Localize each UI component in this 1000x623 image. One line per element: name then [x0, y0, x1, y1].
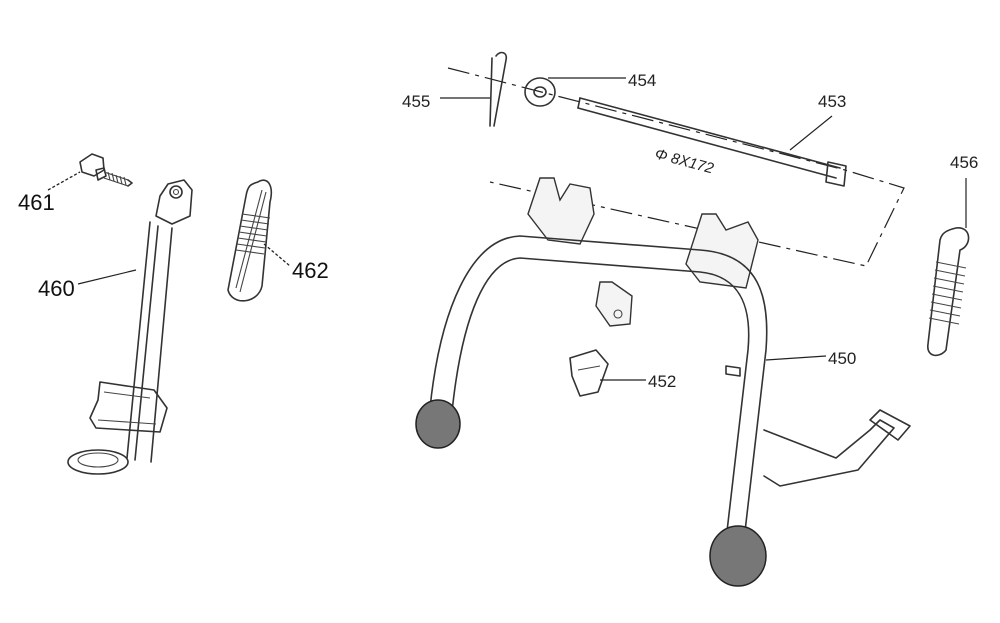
label-454: 454: [628, 71, 656, 90]
label-455: 455: [402, 92, 430, 111]
label-462: 462: [292, 258, 329, 283]
cotter-pin-455: [489, 51, 508, 127]
bolt-461: [79, 153, 133, 187]
leader-460: [77, 269, 137, 285]
label-452: 452: [648, 372, 676, 391]
label-460: 460: [38, 276, 75, 301]
leader-453: [789, 115, 833, 151]
washer-454: [524, 77, 556, 107]
dimension-label: Φ 8X172: [653, 145, 716, 177]
main-stand-450: [415, 177, 911, 587]
side-stand-460: [67, 179, 193, 475]
leader-462: [263, 243, 291, 267]
label-456: 456: [950, 153, 978, 172]
spring-462: [227, 179, 273, 302]
spring-456: [927, 227, 970, 357]
label-461: 461: [18, 190, 55, 215]
label-450: 450: [828, 349, 856, 368]
leader-461: [47, 171, 81, 191]
label-453: 453: [818, 92, 846, 111]
leader-450: [765, 355, 827, 361]
shaft-453: [577, 97, 847, 187]
stopper-452: [569, 349, 609, 397]
